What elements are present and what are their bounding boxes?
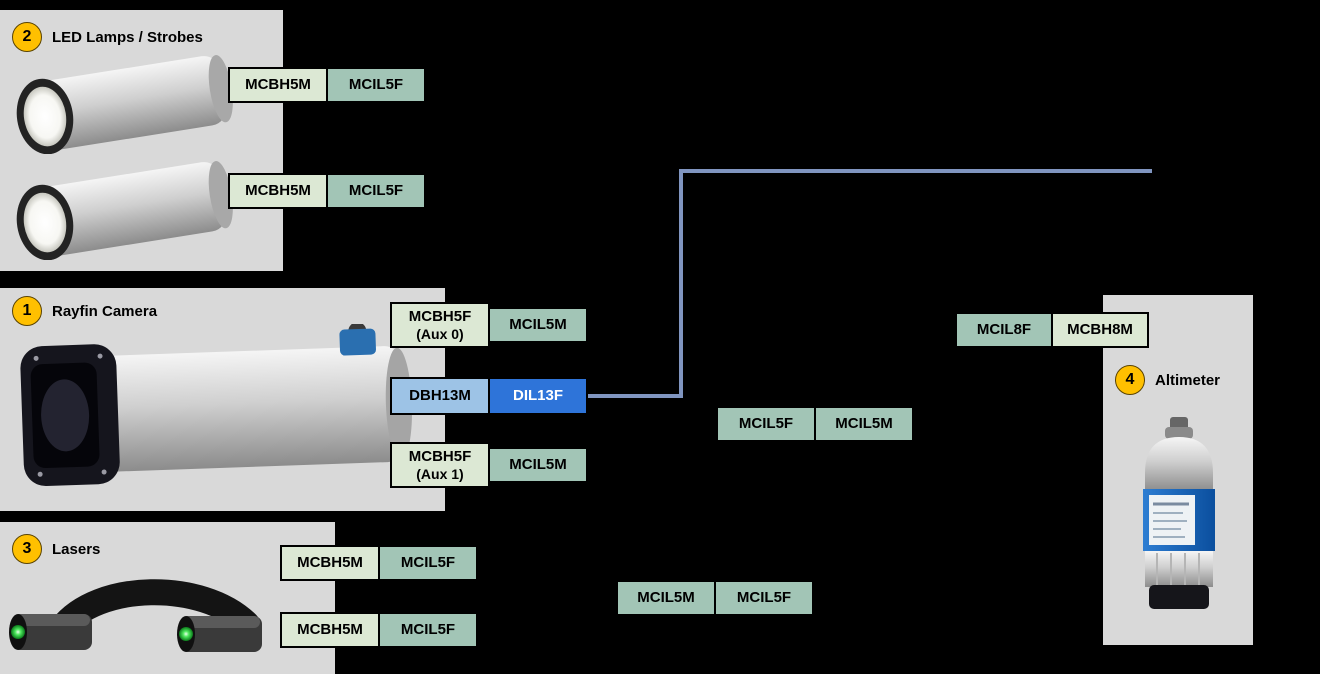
- connector-box-mcbh5m: MCBH5M: [280, 612, 380, 648]
- connector-sublabel: (Aux 1): [416, 465, 464, 482]
- connector-box-mcbh8m: MCBH8M: [1051, 312, 1149, 348]
- connector-box-mcil5m: MCIL5M: [488, 447, 588, 483]
- connector-pair-altimeter: MCIL8F MCBH8M: [955, 312, 1149, 348]
- connector-box-mcbh5m: MCBH5M: [228, 67, 328, 103]
- connector-box-dbh13m: DBH13M: [390, 377, 490, 415]
- badge-altimeter: 4: [1115, 365, 1145, 395]
- badge-rayfin-camera: 1: [12, 296, 42, 326]
- panel-title-altimeter: Altimeter: [1155, 371, 1221, 389]
- connector-label: MCBH5F: [408, 448, 472, 466]
- badge-lasers: 3: [12, 534, 42, 564]
- connector-pair-led-strobe-1: MCBH5M MCIL5F: [228, 67, 426, 103]
- panel-title-led-lamps: LED Lamps / Strobes: [52, 28, 203, 46]
- lasers-image: [2, 568, 322, 668]
- connector-box-mcil5f: MCIL5F: [714, 580, 814, 616]
- connector-pair-mid-bottom: MCIL5M MCIL5F: [616, 580, 814, 616]
- connector-pair-mid-top: MCIL5F MCIL5M: [716, 406, 914, 442]
- badge-led-lamps: 2: [12, 22, 42, 52]
- connector-pair-led-strobe-2: MCBH5M MCIL5F: [228, 173, 426, 209]
- led-lamp-image-2: [4, 160, 244, 260]
- connector-box-mcil5m: MCIL5M: [616, 580, 716, 616]
- connector-box-mcil5f: MCIL5F: [716, 406, 816, 442]
- panel-rayfin-camera: 1 Rayfin Camera: [0, 288, 445, 511]
- connector-box-mcil5f: MCIL5F: [326, 67, 426, 103]
- connector-box-mcbh5m: MCBH5M: [228, 173, 328, 209]
- connector-label: MCBH5F: [408, 308, 472, 326]
- led-lamp-image-1: [4, 54, 244, 154]
- connector-pair-laser-2: MCBH5M MCIL5F: [280, 612, 478, 648]
- panel-title-lasers: Lasers: [52, 540, 101, 558]
- connector-box-mcbh5m: MCBH5M: [280, 545, 380, 581]
- connector-box-mcil5m: MCIL5M: [814, 406, 914, 442]
- panel-led-lamps: 2 LED Lamps / Strobes: [0, 10, 283, 271]
- connector-pair-camera-aux1: MCBH5F (Aux 1) MCIL5M: [390, 442, 588, 488]
- connector-pair-camera-main: DBH13M DIL13F: [390, 377, 588, 415]
- connector-box-mcbh5f-aux0: MCBH5F (Aux 0): [390, 302, 490, 348]
- panel-title-rayfin-camera: Rayfin Camera: [52, 302, 158, 320]
- connector-box-mcil5f: MCIL5F: [378, 612, 478, 648]
- panel-lasers: 3 Lasers: [0, 522, 335, 674]
- connector-pair-laser-1: MCBH5M MCIL5F: [280, 545, 478, 581]
- connector-sublabel: (Aux 0): [416, 325, 464, 342]
- connector-box-dil13f: DIL13F: [488, 377, 588, 415]
- connector-box-mcil5f: MCIL5F: [326, 173, 426, 209]
- connector-box-mcil5f: MCIL5F: [378, 545, 478, 581]
- altimeter-image: [1123, 413, 1235, 618]
- panel-altimeter: 4 Altimeter: [1103, 295, 1253, 645]
- connector-box-mcbh5f-aux1: MCBH5F (Aux 1): [390, 442, 490, 488]
- connector-pair-camera-aux0: MCBH5F (Aux 0) MCIL5M: [390, 302, 588, 348]
- connector-box-mcil8f: MCIL8F: [955, 312, 1053, 348]
- rayfin-camera-image: [8, 324, 428, 496]
- connector-box-mcil5m: MCIL5M: [488, 307, 588, 343]
